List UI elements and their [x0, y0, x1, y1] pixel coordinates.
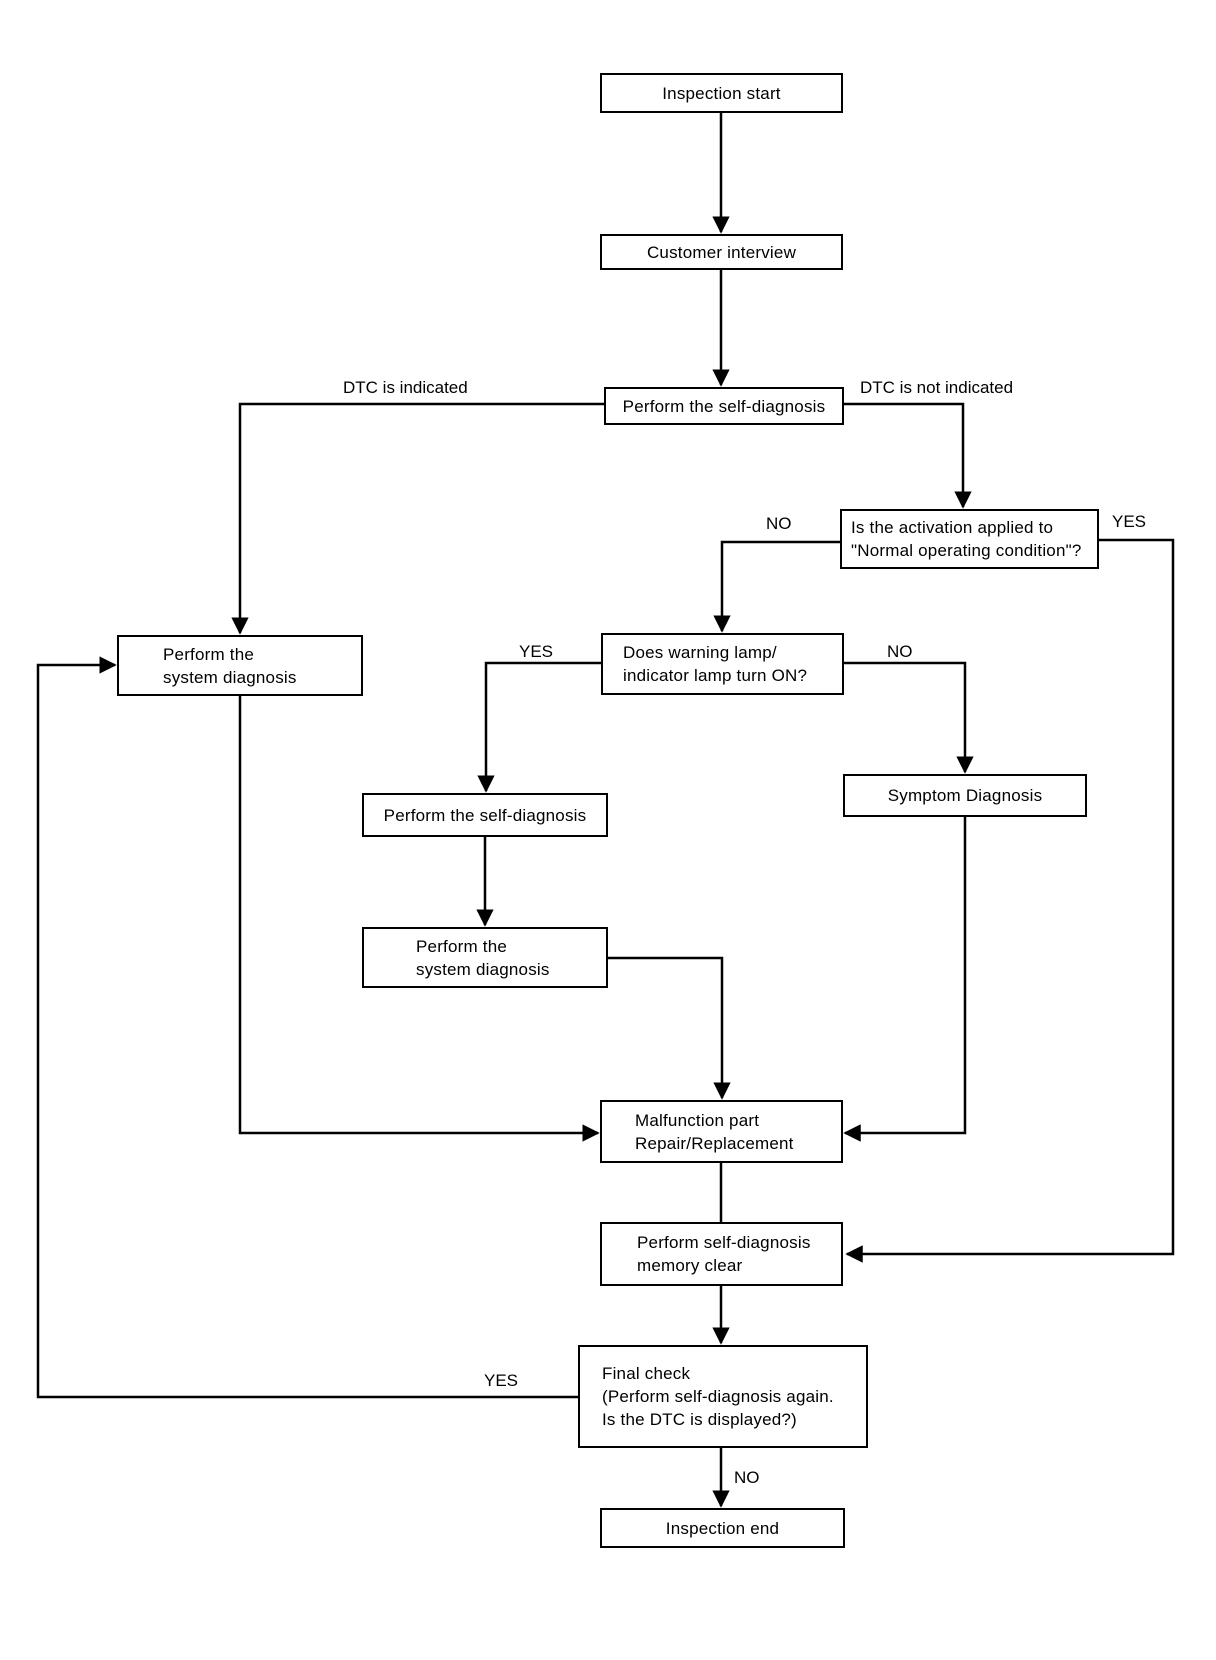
- node-label-line: Malfunction part: [635, 1110, 760, 1130]
- node-label-line: Perform self-diagnosis: [637, 1233, 811, 1252]
- node-label-line: Does warning lamp/: [623, 643, 777, 662]
- node-label-line: indicator lamp turn ON?: [623, 666, 808, 685]
- edge-symptom-to-malfunction: [843, 817, 967, 1142]
- node-label-line: system diagnosis: [163, 667, 297, 687]
- edge-warning-yes: [477, 661, 601, 793]
- node-label-line: Perform the: [163, 644, 255, 664]
- node-inspection-end: Inspection end: [600, 1508, 845, 1548]
- node-perform-self-diagnosis-top: Perform the self-diagnosis: [604, 387, 844, 425]
- node-symptom-diagnosis: Symptom Diagnosis: [843, 774, 1087, 817]
- node-label-line: Is the activation applied to: [851, 518, 1054, 537]
- edge-final-yes-loop: [36, 656, 578, 1399]
- edge-dtc-not-indicated: [844, 402, 972, 509]
- node-label-line: (Perform self-diagnosis again.: [602, 1387, 834, 1406]
- node-warning-lamp-question: Does warning lamp/ indicator lamp turn O…: [601, 633, 844, 695]
- node-label-line: Final check: [602, 1364, 691, 1383]
- edge-label-final-no: NO: [732, 1468, 762, 1487]
- node-system-diagnosis-mid: Perform the system diagnosis: [362, 927, 608, 988]
- node-final-check: Final check (Perform self-diagnosis agai…: [578, 1345, 868, 1448]
- edge-label-activation-yes: YES: [1110, 512, 1149, 531]
- node-label-line: system diagnosis: [416, 959, 550, 979]
- node-perform-self-diagnosis-mid: Perform the self-diagnosis: [362, 793, 608, 837]
- node-malfunction-repair: Malfunction part Repair/Replacement: [600, 1100, 843, 1163]
- node-inspection-start: Inspection start: [600, 73, 843, 113]
- edge-label-dtc-not-indicated: DTC is not indicated: [858, 378, 1016, 397]
- node-label: Inspection end: [665, 1518, 780, 1538]
- node-label: Perform the self-diagnosis: [622, 396, 826, 416]
- edge-sysdiag2-to-malfunction: [608, 956, 731, 1100]
- node-memory-clear: Perform self-diagnosis memory clear: [600, 1222, 843, 1286]
- edge-label-warning-no: NO: [885, 642, 915, 661]
- node-label: Inspection start: [662, 83, 781, 103]
- edge-sysdiag-left-to-malfunction: [238, 696, 600, 1142]
- node-label-line: "Normal operating condition"?: [851, 541, 1082, 560]
- edge-label-warning-yes: YES: [517, 642, 556, 661]
- node-label-line: Perform the: [416, 936, 508, 956]
- node-label-line: Repair/Replacement: [635, 1133, 794, 1153]
- node-activation-question: Is the activation applied to "Normal ope…: [840, 509, 1099, 569]
- node-label: Customer interview: [646, 242, 797, 262]
- edge-warning-no: [844, 661, 974, 774]
- node-label-line: memory clear: [637, 1256, 743, 1275]
- edge-activation-yes: [845, 538, 1175, 1263]
- node-system-diagnosis-left: Perform the system diagnosis: [117, 635, 363, 696]
- edge-label-dtc-indicated: DTC is indicated: [341, 378, 470, 397]
- edge-dtc-indicated: [231, 402, 604, 635]
- edge-label-activation-no: NO: [764, 514, 794, 533]
- edge-label-final-yes: YES: [482, 1371, 521, 1390]
- node-label: Symptom Diagnosis: [887, 786, 1043, 805]
- node-label-line: Is the DTC is displayed?): [602, 1410, 797, 1429]
- edge-activation-no: [713, 540, 840, 633]
- node-customer-interview: Customer interview: [600, 234, 843, 270]
- node-label: Perform the self-diagnosis: [383, 805, 587, 825]
